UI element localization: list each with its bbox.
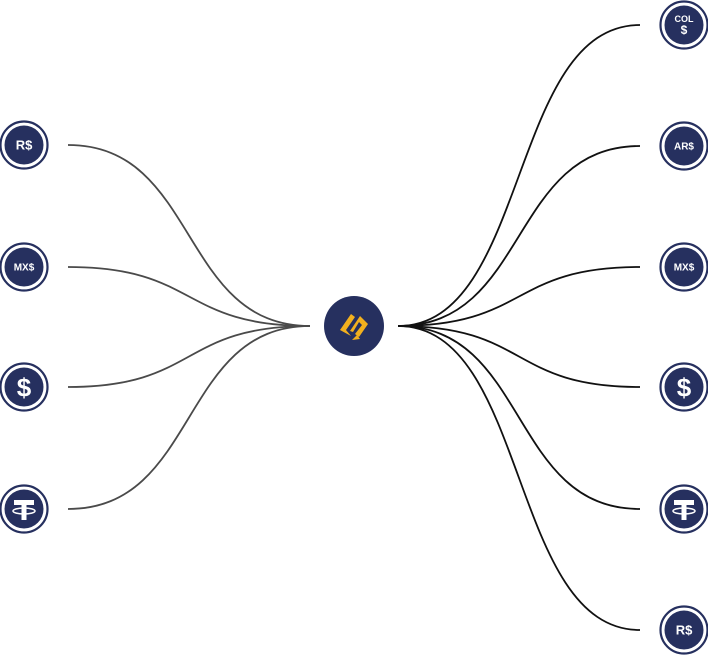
connector-line-left-mxn (67, 266, 311, 327)
hub-node (324, 296, 384, 356)
right-node-usd: $ (659, 362, 708, 412)
tether-icon (12, 500, 36, 520)
right-node-usdt (659, 484, 708, 534)
currency-label: R$ (16, 138, 33, 153)
right-node-ars: AR$ (659, 121, 708, 171)
left-node-mxn: MX$ (0, 242, 49, 292)
left-node-brl: R$ (0, 120, 49, 170)
currency-label: MX$ (674, 263, 695, 274)
connector-line-right-mxn (397, 266, 641, 327)
currency-label: $ (17, 372, 32, 402)
left-node-usd: $ (0, 362, 49, 412)
currency-label: R$ (676, 623, 693, 638)
connector-line-right-brl (397, 325, 641, 631)
connector-line-right-cop (397, 24, 641, 327)
gold-chevron-logo-icon (340, 314, 368, 340)
connector-line-right-ars (397, 145, 641, 327)
currency-label: MX$ (14, 263, 35, 274)
currency-label: COL (675, 14, 695, 24)
right-node-mxn: MX$ (659, 242, 708, 292)
connector-line-right-usdt (397, 325, 641, 510)
currency-label: $ (677, 372, 692, 402)
left-node-usdt (0, 484, 49, 534)
connector-line-left-brl (67, 144, 311, 327)
right-connectors (397, 24, 641, 631)
left-connectors (67, 144, 311, 510)
right-node-brl: R$ (659, 605, 708, 655)
currency-label: AR$ (674, 142, 694, 153)
connector-line-left-usd (67, 325, 311, 388)
left-currency-nodes: R$ MX$ $ (0, 120, 49, 534)
currency-label-symbol: $ (681, 23, 688, 37)
right-currency-nodes: COL$AR$MX$$R$ (659, 0, 708, 655)
connector-line-right-usd (397, 325, 641, 388)
tether-icon (672, 500, 696, 520)
connector-line-left-usdt (67, 325, 311, 510)
right-node-cop: COL$ (659, 0, 708, 50)
